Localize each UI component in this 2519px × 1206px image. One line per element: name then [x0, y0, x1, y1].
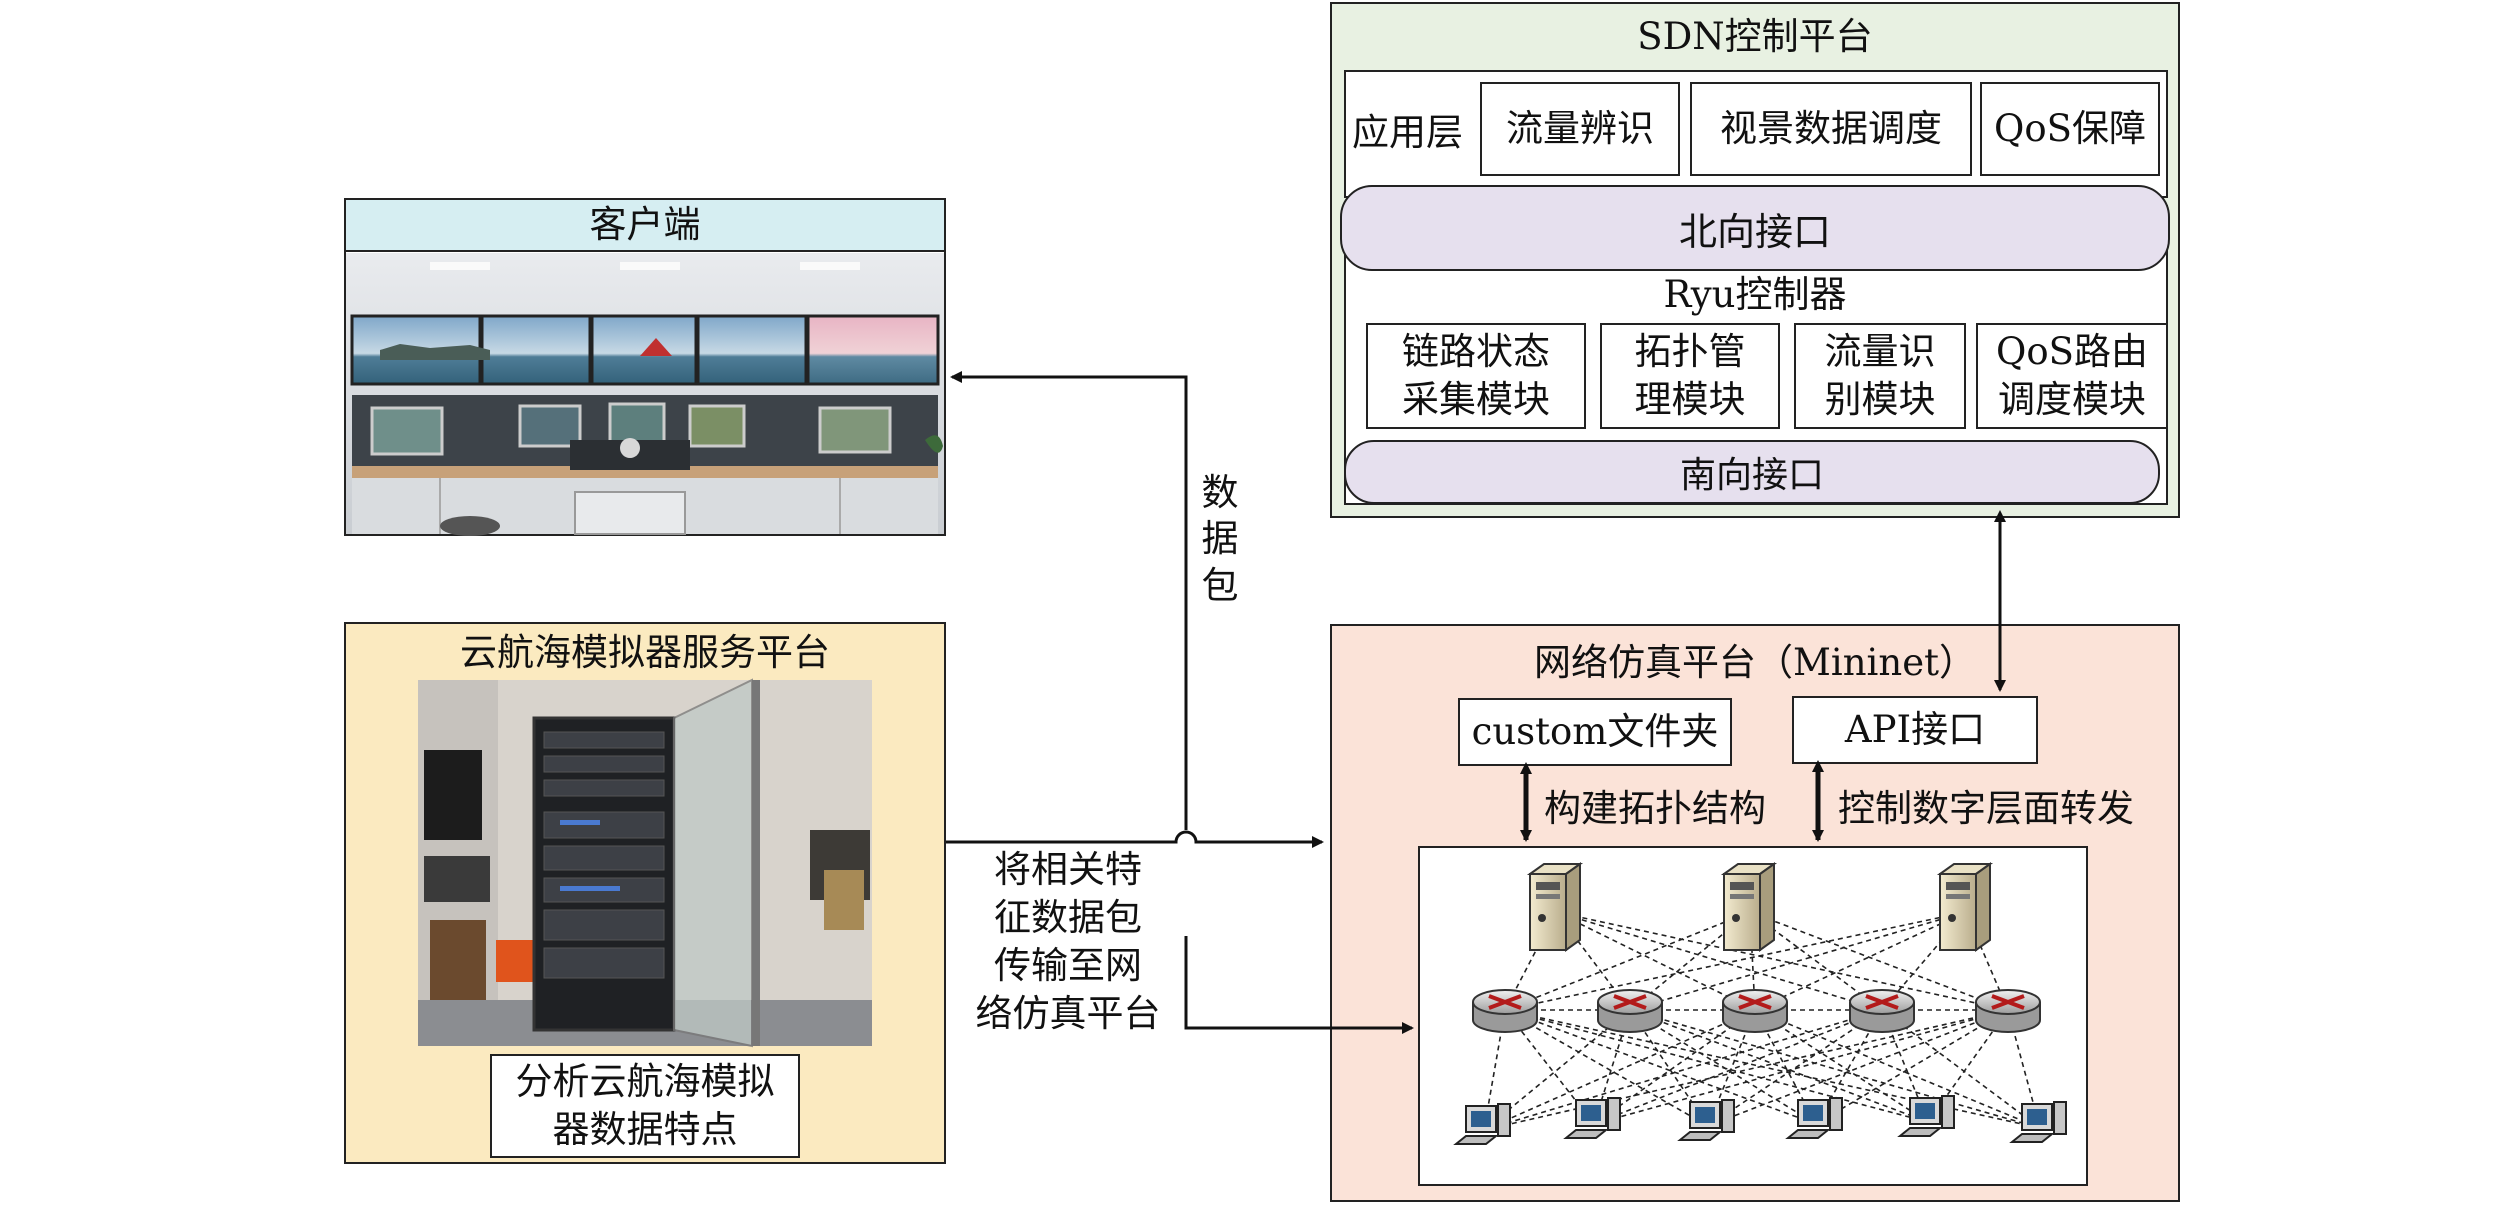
packet-label-char-3: 包 — [1201, 563, 1239, 607]
packet-label: 数 据 包 — [1200, 470, 1240, 609]
build-topology-label: 构建拓扑结构 — [1544, 787, 1766, 830]
packet-label-char-2: 据 — [1201, 517, 1239, 561]
app-layer-label: 应用层 — [1352, 111, 1463, 154]
app-visual-data-scheduling: 视景数据调度 — [1690, 82, 1972, 176]
app-qos-guarantee: QoS保障 — [1980, 82, 2160, 176]
module-topology-line1: 拓扑管 — [1634, 329, 1746, 373]
transfer-label-line-2: 征数据包 — [994, 896, 1142, 940]
packet-label-char-1: 数 — [1201, 471, 1239, 514]
client-title-bar — [346, 200, 944, 252]
module-link-state-line1: 链路状态 — [1402, 329, 1550, 373]
module-link-state-line2: 采集模块 — [1402, 378, 1550, 421]
control-forwarding-label: 控制数字层面转发 — [1838, 787, 2134, 830]
module-qos-routing: QoS路由 调度模块 — [1976, 323, 2168, 429]
app-traffic-identification: 流量辨识 — [1480, 82, 1680, 176]
sdn-platform-title: SDN控制平台 — [1637, 15, 1873, 58]
transfer-label: 将相关特 征数据包 传输至网 络仿真平台 — [958, 846, 1178, 1038]
northbound-interface: 北向接口 — [1340, 185, 2170, 271]
transfer-arrow-upper — [946, 830, 1324, 848]
module-topology: 拓扑管 理模块 — [1600, 323, 1780, 429]
transfer-label-line-4: 络仿真平台 — [975, 992, 1161, 1036]
module-traffic: 流量识 别模块 — [1794, 323, 1966, 429]
module-link-state: 链路状态 采集模块 — [1366, 323, 1586, 429]
packet-arrow — [950, 371, 1188, 830]
data-analysis-line1: 分析云航海模拟 — [515, 1059, 775, 1103]
southbound-interface: 南向接口 — [1344, 440, 2160, 504]
transfer-label-line-3: 传输至网 — [994, 944, 1142, 988]
client-title: 客户端 — [589, 203, 701, 246]
transfer-label-line-1: 将相关特 — [994, 848, 1142, 891]
cloud-service-title: 云航海模拟器服务平台 — [460, 631, 830, 674]
module-qos-routing-line1: QoS路由 — [1996, 329, 2148, 373]
network-topology-box — [1418, 846, 2088, 1186]
module-qos-routing-line2: 调度模块 — [1998, 378, 2146, 421]
custom-folder-box: custom文件夹 — [1458, 698, 1732, 766]
data-analysis-box: 分析云航海模拟 器数据特点 — [490, 1054, 800, 1158]
mininet-title: 网络仿真平台（Mininet） — [1534, 641, 1976, 684]
module-topology-line2: 理模块 — [1634, 378, 1746, 421]
module-traffic-line2: 别模块 — [1824, 378, 1936, 421]
ryu-controller-title: Ryu控制器 — [1663, 273, 1847, 316]
module-traffic-line1: 流量识 — [1824, 329, 1936, 373]
data-analysis-line2: 器数据特点 — [552, 1108, 738, 1151]
api-interface-box: API接口 — [1792, 696, 2038, 764]
